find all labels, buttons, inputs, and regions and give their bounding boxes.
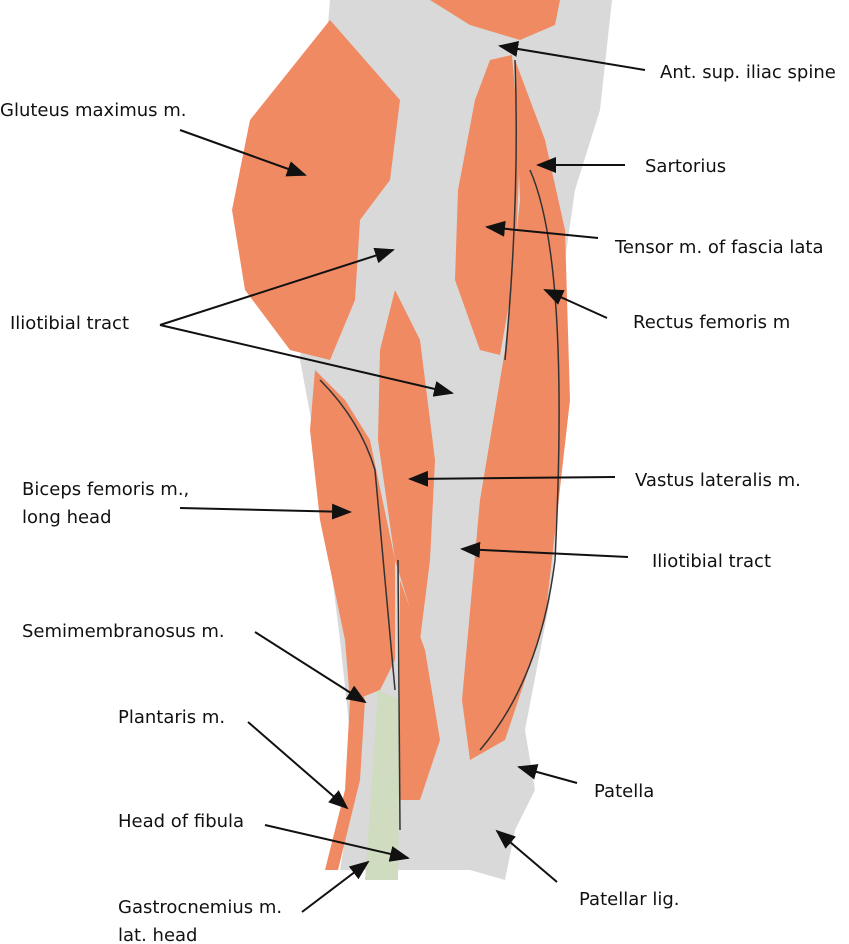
label-ant-sup-iliac-spine: Ant. sup. iliac spine	[660, 62, 836, 83]
arrow-vastus	[408, 470, 616, 487]
label-vastus-lateralis: Vastus lateralis m.	[635, 470, 801, 491]
arrow-tensor	[485, 220, 599, 239]
pelvis-muscle	[430, 0, 560, 40]
gluteus-maximus-muscle	[232, 20, 400, 360]
rectus-femoris-muscle	[462, 60, 570, 760]
label-plantaris: Plantaris m.	[118, 707, 226, 728]
label-head-of-fibula: Head of fibula	[118, 811, 245, 832]
label-gluteus-maximus: Gluteus maximus m.	[0, 100, 187, 121]
arrow-iliotibial-1	[159, 247, 395, 326]
vastus-lateralis-muscle	[378, 290, 435, 640]
arrow-semimembranosus	[254, 631, 367, 704]
arrow-ant-sup-iliac-spine	[498, 41, 646, 71]
label-patella: Patella	[594, 781, 655, 802]
fibula-head	[365, 690, 400, 880]
label-semimembranosus: Semimembranosus m.	[22, 621, 225, 642]
label-rectus-femoris: Rectus femoris m	[633, 312, 791, 333]
tensor-fascia-lata-muscle	[455, 55, 520, 355]
arrow-biceps	[179, 503, 352, 520]
label-iliotibial-tract-left: Iliotibial tract	[10, 313, 130, 334]
arrow-gluteus	[179, 129, 307, 177]
arrow-head-fibula	[264, 824, 410, 862]
label-gastrocnemius-2: lat. head	[118, 925, 198, 944]
label-sartorius: Sartorius	[645, 156, 727, 177]
arrow-rectus	[543, 289, 608, 319]
arrow-patella	[517, 764, 578, 784]
label-biceps-femoris-2: long head	[22, 507, 112, 528]
label-patellar-lig: Patellar lig.	[579, 889, 680, 910]
label-tensor-fascia-lata: Tensor m. of fascia lata	[615, 237, 824, 258]
arrow-iliotibial-right	[460, 541, 629, 558]
arrow-plantaris	[247, 721, 349, 810]
arrow-patellar-lig	[495, 829, 558, 883]
arrow-iliotibial-2	[159, 324, 454, 397]
gastrocnemius-muscle	[400, 580, 440, 800]
label-biceps-femoris-1: Biceps femoris m.,	[22, 479, 190, 500]
biceps-femoris-muscle	[310, 370, 395, 700]
label-gastrocnemius-1: Gastrocnemius m.	[118, 897, 283, 918]
label-iliotibial-tract-right: Iliotibial tract	[652, 551, 772, 572]
arrow-gastrocnemius	[301, 860, 370, 913]
